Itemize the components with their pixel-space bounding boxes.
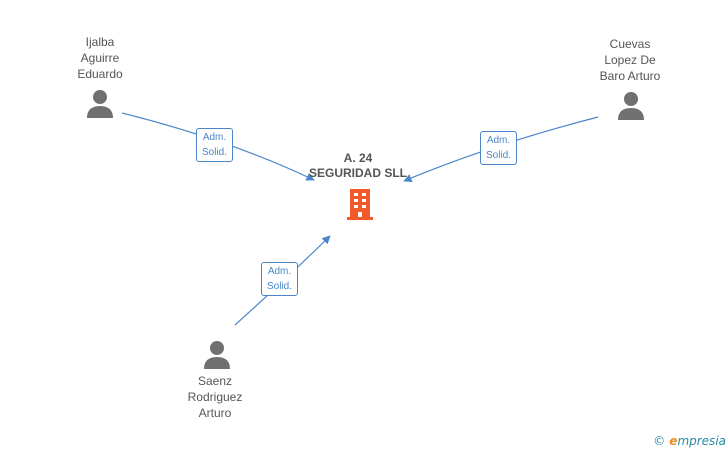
relation-label-ijalba[interactable]: Adm. Solid. [196,128,234,162]
person-name-line: Cuevas [609,37,651,51]
person-name-saenz[interactable]: Saenz Rodriguez Arturo [175,373,255,421]
brand-initial: e [669,434,678,448]
brand-name: mpresia [677,434,726,448]
empresia-watermark: ©empresia [653,434,726,448]
building-icon[interactable] [345,187,375,221]
person-name-cuevas[interactable]: Cuevas Lopez De Baro Arturo [588,36,672,84]
relation-label-line2: Solid. [202,147,228,158]
person-icon[interactable] [85,88,115,118]
person-name-line: Arturo [198,406,232,420]
company-name-line1: A. 24 [343,151,373,165]
relation-label-line1: Adm. [267,266,292,277]
relation-label-saenz[interactable]: Adm. Solid. [261,262,299,296]
person-name-line: Baro Arturo [599,69,661,83]
person-name-line: Saenz [197,374,233,388]
relation-label-cuevas[interactable]: Adm. Solid. [480,131,518,165]
person-name-line: Eduardo [77,67,123,81]
person-name-ijalba[interactable]: Ijalba Aguirre Eduardo [60,34,140,82]
person-icon[interactable] [202,339,232,369]
person-icon[interactable] [616,90,646,120]
person-name-line: Ijalba [85,35,115,49]
copyright-symbol: © [653,434,666,448]
company-name-line2: SEGURIDAD SLL [308,166,407,180]
person-name-line: Rodriguez [187,390,243,404]
person-name-line: Lopez De [604,53,656,67]
person-name-line: Aguirre [80,51,120,65]
company-name[interactable]: A. 24 SEGURIDAD SLL [300,151,416,181]
relation-label-line2: Solid. [267,281,293,292]
relation-label-line1: Adm. [486,135,511,146]
relation-label-line1: Adm. [202,132,227,143]
relation-label-line2: Solid. [486,150,512,161]
